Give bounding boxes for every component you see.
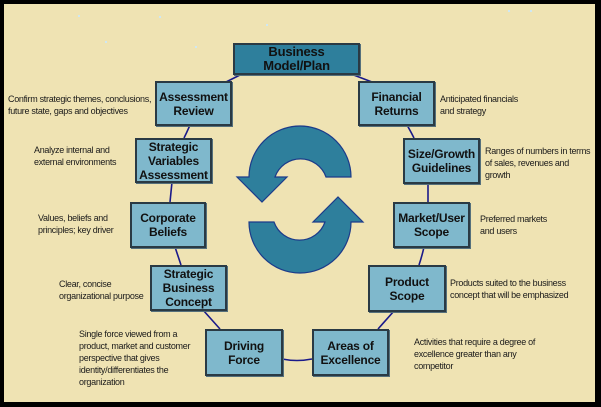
strategic-variables-assessment-note: Analyze internal and external environmen… (34, 145, 117, 167)
driving-force-box: Driving Force (205, 329, 283, 376)
speck (105, 41, 107, 43)
connector-product-market (418, 246, 425, 266)
business-model-plan-box: Business Model/Plan (233, 43, 360, 75)
connector-main-financial (350, 73, 373, 83)
speck (508, 10, 510, 12)
size-growth-guidelines-note: Ranges of numbers in terms of sales, rev… (485, 146, 591, 180)
speck (530, 10, 532, 12)
corporate-beliefs-box: Corporate Beliefs (130, 202, 206, 248)
cycle-arrow-bottom-icon (248, 196, 365, 274)
speck (78, 15, 80, 17)
connector-variables-beliefs (169, 181, 173, 203)
connector-driving-excellence (281, 358, 313, 362)
connector-concept-driving (202, 309, 221, 330)
driving-force-note: Single force viewed from a product, mark… (79, 329, 191, 387)
connector-main-assessment (225, 73, 243, 83)
areas-of-excellence-box: Areas of Excellence (312, 329, 389, 376)
strategic-business-concept-box: Strategic Business Concept (150, 265, 227, 311)
corporate-beliefs-note: Values, beliefs and principles; key driv… (38, 213, 114, 235)
size-growth-guidelines-box: Size/Growth Guidelines (403, 138, 480, 184)
financial-returns-box: Financial Returns (358, 81, 435, 126)
strategic-business-concept-note: Clear, concise organizational purpose (59, 279, 144, 301)
speck (266, 24, 268, 26)
market-user-scope-box: Market/User Scope (393, 202, 470, 248)
assessment-review-note: Confirm strategic themes, conclusions, f… (8, 94, 152, 116)
speck (159, 16, 161, 18)
connector-excellence-product (377, 310, 395, 330)
assessment-review-box: Assessment Review (155, 81, 232, 126)
strategic-variables-assessment-box: Strategic Variables Assessment (135, 138, 212, 183)
connector-size-financial (406, 124, 415, 139)
financial-returns-note: Anticipated financials and strategy (440, 94, 518, 116)
speck (195, 46, 197, 48)
connector-beliefs-concept (174, 246, 182, 266)
areas-of-excellence-note: Activities that require a degree of exce… (414, 337, 536, 371)
cycle-arrow-top-icon (235, 125, 352, 203)
product-scope-box: Product Scope (368, 265, 446, 312)
connector-assessment-variables (183, 124, 191, 139)
market-user-scope-note: Preferred markets and users (480, 214, 547, 236)
product-scope-note: Products suited to the business concept … (450, 278, 569, 300)
